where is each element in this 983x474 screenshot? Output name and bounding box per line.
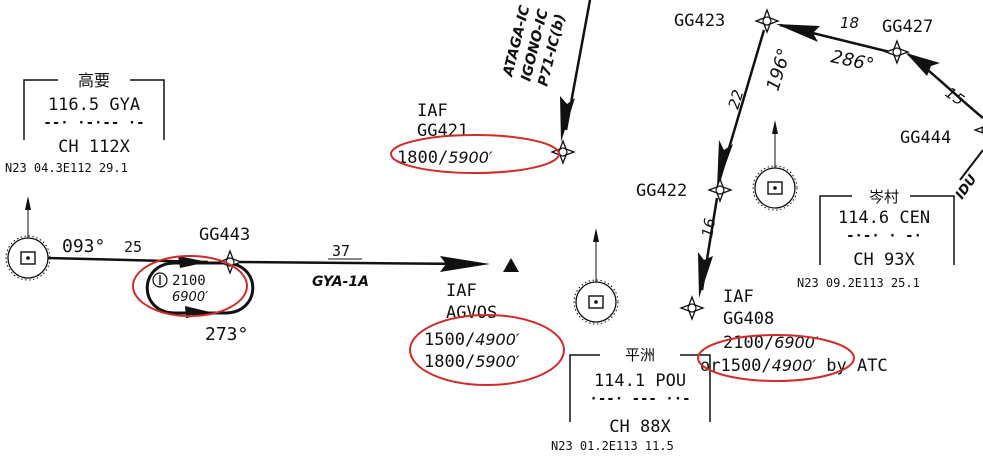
svg-text:116.5 GYA: 116.5 GYA <box>48 95 140 115</box>
route-gg444-gg427 <box>906 52 983 119</box>
navaid-box-cen: 岑村 114.6 CEN -·-· · -· CH 93X N23 09.2E1… <box>797 188 955 290</box>
svg-text:1800/5900′: 1800/5900′ <box>397 148 493 168</box>
route-gg423-gg422 <box>717 29 766 188</box>
svg-text:岑村: 岑村 <box>869 188 899 206</box>
fix-gg444 <box>974 118 983 142</box>
fix-label-gg444: GG444 <box>900 128 951 148</box>
vor-gya <box>5 196 51 281</box>
svg-text:-·-· · -·: -·-· · -· <box>846 228 922 244</box>
fix-block-gg421: IAF GG421 1800/5900′ <box>397 101 493 168</box>
distance-18: 18 <box>840 14 859 32</box>
fix-label-gg443: GG443 <box>199 225 250 245</box>
svg-text:or1500/4900′ by ATC: or1500/4900′ by ATC <box>700 356 888 376</box>
holding-inbound-course: 273° <box>205 324 248 345</box>
svg-text:1800/5900′: 1800/5900′ <box>424 352 520 372</box>
route-arrival-north <box>560 0 592 142</box>
vor-pou <box>573 228 619 325</box>
svg-text:IAF: IAF <box>723 287 754 307</box>
svg-text:CH 112X: CH 112X <box>58 137 130 157</box>
svg-text:114.1 POU: 114.1 POU <box>594 371 686 391</box>
route-name-idu: IDU <box>953 172 981 202</box>
fix-gg423 <box>755 9 779 33</box>
highlight-holding <box>132 255 248 317</box>
svg-text:CH 93X: CH 93X <box>853 250 915 270</box>
fix-block-agvos: IAF AGVOS 1500/4900′ 1800/5900′ <box>424 281 520 372</box>
route-gg427-gg423 <box>776 23 891 54</box>
arrival-north-labels: ATAGA-IC IGONO-IC P71-IC(b) <box>500 3 569 88</box>
svg-text:N23 04.3E112 29.1: N23 04.3E112 29.1 <box>5 161 128 175</box>
fix-block-gg408: IAF GG408 2100/6900′ or1500/4900′ by ATC <box>700 287 888 376</box>
svg-text:114.6 CEN: 114.6 CEN <box>838 208 930 228</box>
route-gg443-agvos <box>239 256 490 272</box>
fix-label-gg422: GG422 <box>636 181 687 201</box>
arrival-east-leg <box>959 149 983 181</box>
distance-16: 16 <box>698 217 719 239</box>
svg-text:CH 88X: CH 88X <box>609 417 671 437</box>
svg-text:GG408: GG408 <box>723 309 774 329</box>
course-286: 286° <box>829 46 876 76</box>
svg-text:平洲: 平洲 <box>625 346 655 364</box>
navaid-box-pou: 平洲 114.1 POU ·--· --- ··- CH 88X N23 01.… <box>551 346 711 453</box>
svg-text:1500/4900′: 1500/4900′ <box>424 330 520 350</box>
svg-text:N23 01.2E113 11.5: N23 01.2E113 11.5 <box>551 439 674 453</box>
course-196: 196° <box>763 46 796 94</box>
course-093: 093° <box>62 236 105 257</box>
highlight-gg408 <box>697 334 855 382</box>
svg-text:高要: 高要 <box>78 71 110 90</box>
highlight-agvos <box>409 314 565 386</box>
highlight-ovals <box>132 134 855 386</box>
route-gg422-gg408 <box>698 197 719 298</box>
svg-text:--· ·-·-- ·-: --· ·-·-- ·- <box>43 115 144 131</box>
holding-altitude: 2100 <box>172 273 206 289</box>
distance-22: 22 <box>725 88 748 112</box>
step-down-triangle <box>503 258 519 272</box>
svg-text:N23 09.2E113 25.1: N23 09.2E113 25.1 <box>797 276 920 290</box>
fix-gg422 <box>708 178 732 202</box>
svg-text:AGVOS: AGVOS <box>446 303 497 323</box>
fix-label-gg423: GG423 <box>674 11 725 31</box>
fix-gg427 <box>885 40 909 64</box>
distance-25: 25 <box>124 238 142 256</box>
fix-gg408 <box>680 296 704 320</box>
svg-text:·--· --- ··-: ·--· --- ··- <box>589 391 690 407</box>
distance-15: 15 <box>942 84 968 110</box>
fix-label-gg427: GG427 <box>882 17 933 37</box>
distance-37: 37 <box>332 242 350 260</box>
navaid-box-gya: 高要 116.5 GYA --· ·-·-- ·- CH 112X N23 04… <box>5 71 165 175</box>
vor-cen <box>752 120 798 211</box>
route-name-gya-1a: GYA-1A <box>312 274 369 290</box>
holding-altitude-feet: 6900′ <box>172 290 208 305</box>
svg-text:IAF: IAF <box>417 101 448 121</box>
svg-text:IAF: IAF <box>446 281 477 301</box>
highlight-gg421 <box>390 134 560 174</box>
